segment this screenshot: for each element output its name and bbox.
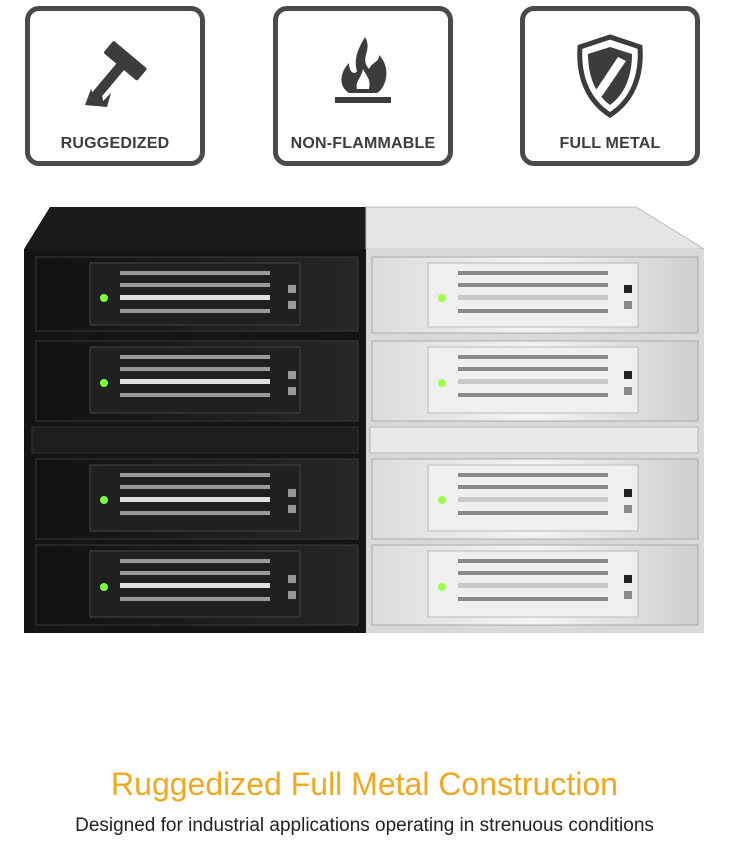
badge-label: FULL METAL: [559, 135, 661, 152]
drive-tray: [371, 340, 699, 422]
shield-icon: [525, 33, 695, 118]
flame-icon: [278, 33, 448, 113]
drive-tray: [371, 544, 699, 626]
headline: Ruggedized Full Metal Construction: [111, 766, 618, 802]
ruggedized-badge: RUGGEDIZED: [25, 6, 205, 166]
full-metal-badge: FULL METAL: [520, 6, 700, 166]
drive-tray: [371, 256, 699, 334]
badge-label: RUGGEDIZED: [60, 135, 170, 152]
drive-enclosure-image: [24, 206, 704, 633]
drive-tray: [371, 458, 699, 540]
subline: Designed for industrial applications ope…: [75, 815, 654, 836]
badge-label: NON-FLAMMABLE: [290, 135, 436, 152]
hammer-icon: [30, 33, 200, 113]
drive-tray: [35, 458, 359, 540]
drive-tray: [35, 256, 359, 332]
drive-tray: [35, 544, 359, 626]
drive-tray: [35, 340, 359, 422]
non-flammable-badge: NON-FLAMMABLE: [273, 6, 453, 166]
